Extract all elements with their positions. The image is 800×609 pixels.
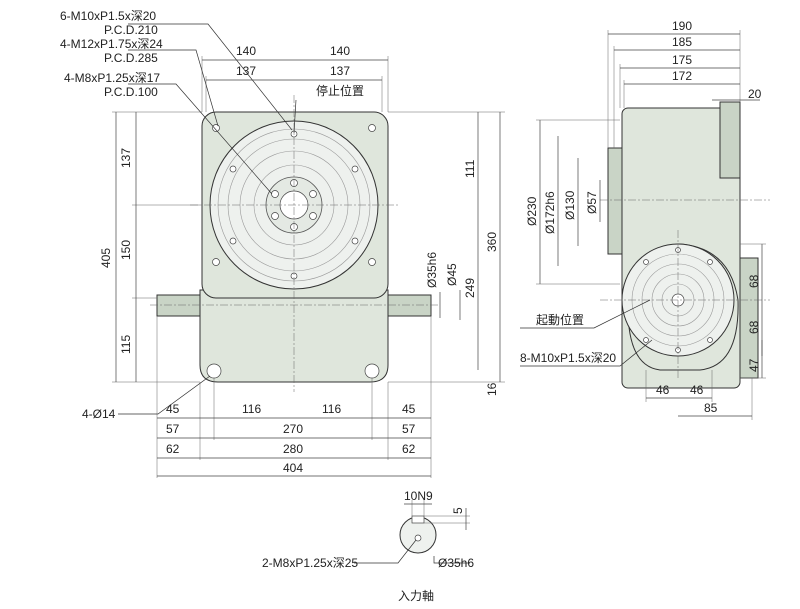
dim-d45: Ø45 <box>445 263 459 286</box>
foot-hole-right <box>364 363 380 379</box>
corner-hole <box>368 124 376 132</box>
corner-hole <box>368 258 376 266</box>
key-label: 10N9 <box>404 489 433 503</box>
labels: 6-M10xP1.5x深20 P.C.D.210 4-M12xP1.75x深24… <box>60 9 762 603</box>
dim-57-left: 57 <box>166 422 180 436</box>
input-thread-label: 2-M8xP1.25x深25 <box>262 556 358 570</box>
pcd210-hole <box>351 165 359 173</box>
dim-270: 270 <box>283 422 303 436</box>
input-shaft-title: 入力軸 <box>398 589 434 603</box>
dim-150: 150 <box>119 240 133 260</box>
input-diameter-label: Ø35h6 <box>438 556 474 570</box>
label-m8: 4-M8xP1.25x深17 <box>64 71 160 85</box>
dim-140-left: 140 <box>236 44 256 58</box>
front-view <box>150 95 440 392</box>
dim-d230: Ø230 <box>525 196 539 226</box>
dim-62-left: 62 <box>166 442 180 456</box>
input-shaft-right <box>387 294 432 317</box>
side-bolt-hole <box>643 337 649 343</box>
side-bolt-hole <box>643 259 649 265</box>
dim-46-right: 46 <box>690 383 704 397</box>
dim-45-right: 45 <box>402 402 416 416</box>
foot-hole-left <box>206 363 222 379</box>
side-bolt-hole <box>707 259 713 265</box>
dim-62-right: 62 <box>402 442 416 456</box>
dim-47: 47 <box>747 358 761 372</box>
dim-d172h6: Ø172h6 <box>543 191 557 234</box>
pcd100-hole <box>309 212 317 220</box>
pcd210-hole <box>351 237 359 245</box>
dim-172: 172 <box>672 69 692 83</box>
dim-360: 360 <box>485 232 499 252</box>
dim-137-left: 137 <box>236 64 256 78</box>
dim-116-left: 116 <box>242 402 261 416</box>
stop-position-label: 停止位置 <box>316 83 364 98</box>
label-pcd285: P.C.D.285 <box>104 51 158 65</box>
side-bolt-hole <box>707 337 713 343</box>
dim-175: 175 <box>672 53 692 67</box>
dim-140-right: 140 <box>330 44 350 58</box>
dim-85: 85 <box>704 401 718 415</box>
dim-137-right: 137 <box>330 64 350 78</box>
dim-20: 20 <box>748 87 762 101</box>
start-position-label: 起動位置 <box>536 312 584 327</box>
side-thread-label: 8-M10xP1.5x深20 <box>520 351 616 365</box>
input-shaft-detail <box>354 500 470 564</box>
input-shaft-keyway <box>411 515 425 524</box>
input-shaft-tap <box>414 534 422 542</box>
label-pcd100: P.C.D.100 <box>104 85 158 99</box>
dim-45-left: 45 <box>166 402 180 416</box>
dim-5: 5 <box>451 507 465 514</box>
dim-d35h6: Ø35h6 <box>425 252 439 288</box>
corner-hole <box>212 124 220 132</box>
dim-46-left: 46 <box>656 383 670 397</box>
label-m12: 4-M12xP1.75x深24 <box>60 37 163 51</box>
dim-190: 190 <box>672 19 692 33</box>
dim-68-lower: 68 <box>747 320 761 334</box>
dim-d130: Ø130 <box>563 190 577 220</box>
dim-249: 249 <box>463 278 477 298</box>
dim-405: 405 <box>99 248 113 268</box>
side-flange <box>607 147 623 255</box>
dim-57-right: 57 <box>402 422 416 436</box>
pcd210-hole <box>229 165 237 173</box>
dim-404: 404 <box>283 461 303 475</box>
pcd210-hole <box>229 237 237 245</box>
pcd100-hole <box>309 190 317 198</box>
dim-137-vertical: 137 <box>119 148 133 168</box>
corner-hole <box>212 258 220 266</box>
side-top-block <box>719 101 741 179</box>
side-dimension-lines <box>520 30 766 420</box>
input-shaft-left <box>156 294 201 317</box>
dim-115: 115 <box>119 335 133 354</box>
side-view <box>600 101 770 389</box>
label-m10: 6-M10xP1.5x深20 <box>60 9 156 23</box>
dim-16: 16 <box>485 382 499 396</box>
dim-116-right: 116 <box>322 402 341 416</box>
front-dimension-lines <box>112 23 505 478</box>
dim-280: 280 <box>283 442 303 456</box>
pcd100-hole <box>271 190 279 198</box>
dim-d57: Ø57 <box>585 191 599 214</box>
dim-68-upper: 68 <box>747 274 761 288</box>
dim-111: 111 <box>463 159 477 178</box>
dim-185: 185 <box>672 35 692 49</box>
label-pcd210: P.C.D.210 <box>104 23 158 37</box>
hole-label: 4-Ø14 <box>82 407 116 421</box>
pcd100-hole <box>271 212 279 220</box>
